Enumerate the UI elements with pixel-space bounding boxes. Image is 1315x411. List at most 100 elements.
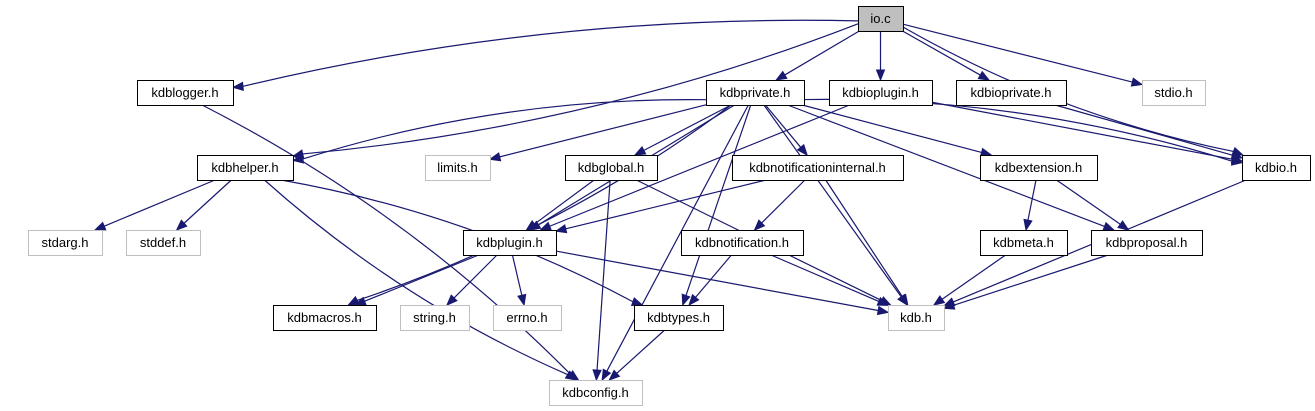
- arrowhead-icon: [932, 295, 946, 306]
- node-kdbextension-h[interactable]: kdbextension.h: [980, 155, 1098, 181]
- edge-line: [787, 104, 1105, 227]
- node-box: [565, 155, 658, 181]
- node-kdbnotification-h[interactable]: kdbnotification.h: [681, 230, 804, 256]
- edge-line: [761, 179, 806, 224]
- node-label: stddef.h: [140, 235, 186, 250]
- edge-kdbhelper-h-to-stddef-h: [175, 179, 232, 231]
- arrowhead-icon: [354, 296, 367, 306]
- node-kdbio-h[interactable]: kdbio.h: [1242, 155, 1311, 181]
- node-kdbhelper-h[interactable]: kdbhelper.h: [197, 155, 294, 181]
- arrowhead-icon: [875, 69, 886, 82]
- node-label: kdbnotificationinternal.h: [749, 160, 886, 175]
- arrowhead-icon: [517, 293, 527, 307]
- edge-kdbhelper-h-to-stdarg-h: [93, 179, 216, 231]
- edge-line: [941, 254, 1006, 300]
- node-kdbplugin-h[interactable]: kdbplugin.h: [463, 230, 557, 256]
- edge-kdbproposal-h-to-kdb-h: [942, 254, 1109, 310]
- edge-kdbplugin-h-to-kdb-h: [555, 250, 890, 316]
- node-label: kdbtypes.h: [647, 310, 710, 325]
- edge-line: [802, 104, 982, 154]
- node-box: [858, 6, 904, 32]
- node-label: kdb.h: [900, 310, 932, 325]
- node-label: kdbextension.h: [995, 160, 1082, 175]
- node-kdbmacros-h[interactable]: kdbmacros.h: [273, 305, 377, 331]
- node-kdbmeta-h[interactable]: kdbmeta.h: [980, 230, 1068, 256]
- edge-kdbglobal-h-to-kdbconfig-h: [592, 179, 611, 382]
- node-box: [956, 80, 1067, 106]
- edge-kdbglobal-h-to-kdbplugin-h: [525, 179, 595, 231]
- edge-line: [534, 179, 595, 225]
- edge-line: [902, 23, 1133, 83]
- node-errno-h: errno.h: [493, 305, 562, 331]
- node-kdbglobal-h[interactable]: kdbglobal.h: [565, 155, 658, 181]
- edge-line: [357, 104, 732, 301]
- arrowhead-icon: [608, 369, 621, 381]
- edge-io-c-to-kdbprivate-h: [775, 30, 860, 81]
- node-box: [829, 80, 933, 106]
- edge-kdbprivate-h-to-kdbconfig-h: [601, 104, 749, 382]
- node-kdbnotificationinternal-h[interactable]: kdbnotificationinternal.h: [732, 155, 904, 181]
- node-kdbconfig-h: kdbconfig.h: [549, 380, 643, 406]
- arrowhead-icon: [488, 152, 502, 162]
- edge-line: [1055, 104, 1233, 156]
- edge-line: [565, 179, 767, 230]
- node-label: string.h: [413, 310, 456, 325]
- node-box: [634, 305, 724, 331]
- node-label: kdbmacros.h: [287, 310, 361, 325]
- edge-kdbprivate-h-to-kdbmacros-h: [347, 104, 732, 306]
- node-box: [463, 230, 557, 256]
- edge-kdbnotificationinternal-h-to-kdb-h: [825, 179, 909, 307]
- node-label: limits.h: [437, 160, 477, 175]
- arrowhead-icon: [630, 297, 644, 307]
- node-stdarg-h: stdarg.h: [28, 230, 103, 256]
- nodes-layer: io.c kdblogger.h kdbprivate.h kdbioplugin.h…: [28, 6, 1311, 406]
- arrowhead-icon: [977, 70, 991, 81]
- edge-line: [549, 104, 850, 227]
- node-box: [980, 155, 1098, 181]
- edge-line: [264, 179, 568, 376]
- node-kdblogger-h[interactable]: kdblogger.h: [137, 80, 234, 106]
- arrowhead-icon: [942, 300, 956, 310]
- edge-line: [770, 254, 880, 303]
- node-kdbtypes-h[interactable]: kdbtypes.h: [634, 305, 724, 331]
- node-kdbproposal-h[interactable]: kdbproposal.h: [1091, 230, 1203, 256]
- edge-line: [242, 19, 859, 87]
- edge-line: [825, 179, 903, 297]
- node-label: kdbhelper.h: [211, 160, 278, 175]
- edge-line: [364, 254, 479, 302]
- node-label: kdbnotification.h: [695, 235, 789, 250]
- edge-kdbioprivate-h-to-kdbio-h: [1055, 104, 1244, 160]
- arrowhead-icon: [347, 295, 360, 306]
- edge-io-c-to-kdbioprivate-h: [902, 30, 991, 81]
- arrowhead-icon: [93, 221, 107, 231]
- arrowhead-icon: [231, 81, 244, 91]
- node-kdbioprivate-h[interactable]: kdbioprivate.h: [956, 80, 1067, 106]
- edge-kdbnotificationinternal-h-to-kdbnotification-h: [753, 179, 806, 231]
- edge-kdbhelper-h-to-kdbtypes-h: [281, 179, 644, 307]
- node-box: [888, 305, 945, 331]
- node-stdio-h: stdio.h: [1142, 80, 1206, 106]
- edge-kdbmeta-h-to-kdb-h: [932, 254, 1006, 306]
- edge-line: [803, 98, 1233, 162]
- node-box: [1242, 155, 1311, 181]
- arrowhead-icon: [1102, 221, 1116, 231]
- node-string-h: string.h: [400, 305, 470, 331]
- node-io-c[interactable]: io.c: [858, 6, 904, 32]
- arrowhead-icon: [564, 370, 578, 381]
- edge-line: [511, 254, 523, 296]
- arrowhead-icon: [898, 293, 909, 307]
- edge-line: [453, 254, 498, 299]
- node-kdbprivate-h[interactable]: kdbprivate.h: [706, 80, 805, 106]
- node-limits-h: limits.h: [425, 155, 491, 181]
- node-box: [197, 155, 294, 181]
- node-kdb-h: kdb.h: [888, 305, 945, 331]
- edge-line: [596, 179, 611, 371]
- arrowhead-icon: [633, 145, 647, 156]
- edge-line: [555, 250, 879, 312]
- node-box: [273, 305, 377, 331]
- edge-line: [104, 179, 216, 227]
- node-label: kdbprivate.h: [720, 85, 791, 100]
- arrowhead-icon: [1230, 150, 1244, 160]
- node-box: [549, 380, 643, 406]
- node-kdbioplugin-h[interactable]: kdbioplugin.h: [829, 80, 933, 106]
